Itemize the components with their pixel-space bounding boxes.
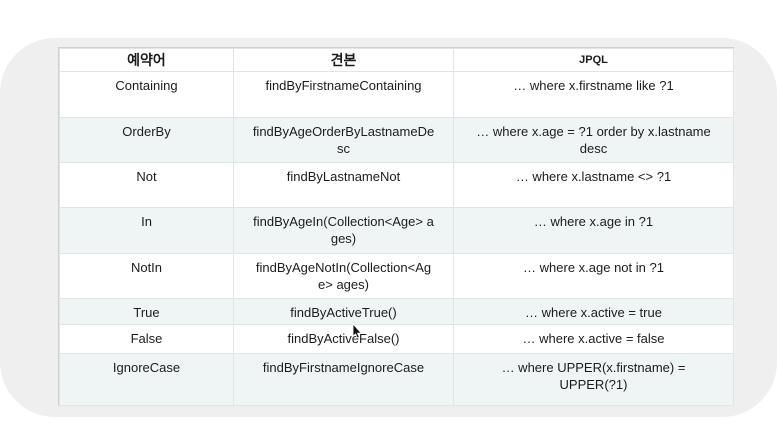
sample-cell: findByFirstnameIgnoreCase xyxy=(233,353,454,406)
column-header-keyword: 예약어 xyxy=(59,48,234,72)
sample-cell: findByAgeNotIn(Collection<Ag e> ages) xyxy=(233,253,454,299)
jpql-cell: … where x.lastname <> ?1 xyxy=(453,162,734,208)
sample-cell: findByFirstnameContaining xyxy=(233,71,454,118)
keyword-cell: False xyxy=(59,324,234,354)
sample-cell: findByActiveTrue() xyxy=(233,298,454,325)
keyword-cell: In xyxy=(59,207,234,254)
sample-cell: findByActiveFalse() xyxy=(233,324,454,354)
keyword-cell: Not xyxy=(59,162,234,208)
sample-cell: findByLastnameNot xyxy=(233,162,454,208)
sample-cell: findByAgeOrderByLastnameDe sc xyxy=(233,117,454,163)
column-header-jpql: JPQL xyxy=(453,48,734,72)
keyword-cell: IgnoreCase xyxy=(59,353,234,406)
jpql-cell: … where x.firstname like ?1 xyxy=(453,71,734,118)
keyword-cell: NotIn xyxy=(59,253,234,299)
jpql-cell: … where x.age = ?1 order by x.lastname d… xyxy=(453,117,734,163)
jpql-cell: … where x.age in ?1 xyxy=(453,207,734,254)
keyword-cell: True xyxy=(59,298,234,325)
jpql-cell: … where x.active = true xyxy=(453,298,734,325)
column-header-sample: 견본 xyxy=(233,48,454,72)
jpql-cell: … where x.active = false xyxy=(453,324,734,354)
keyword-cell: Containing xyxy=(59,71,234,118)
sample-cell: findByAgeIn(Collection<Age> a ges) xyxy=(233,207,454,254)
jpql-cell: … where x.age not in ?1 xyxy=(453,253,734,299)
keyword-cell: OrderBy xyxy=(59,117,234,163)
jpql-cell: … where UPPER(x.firstname) = UPPER(?1) xyxy=(453,353,734,406)
